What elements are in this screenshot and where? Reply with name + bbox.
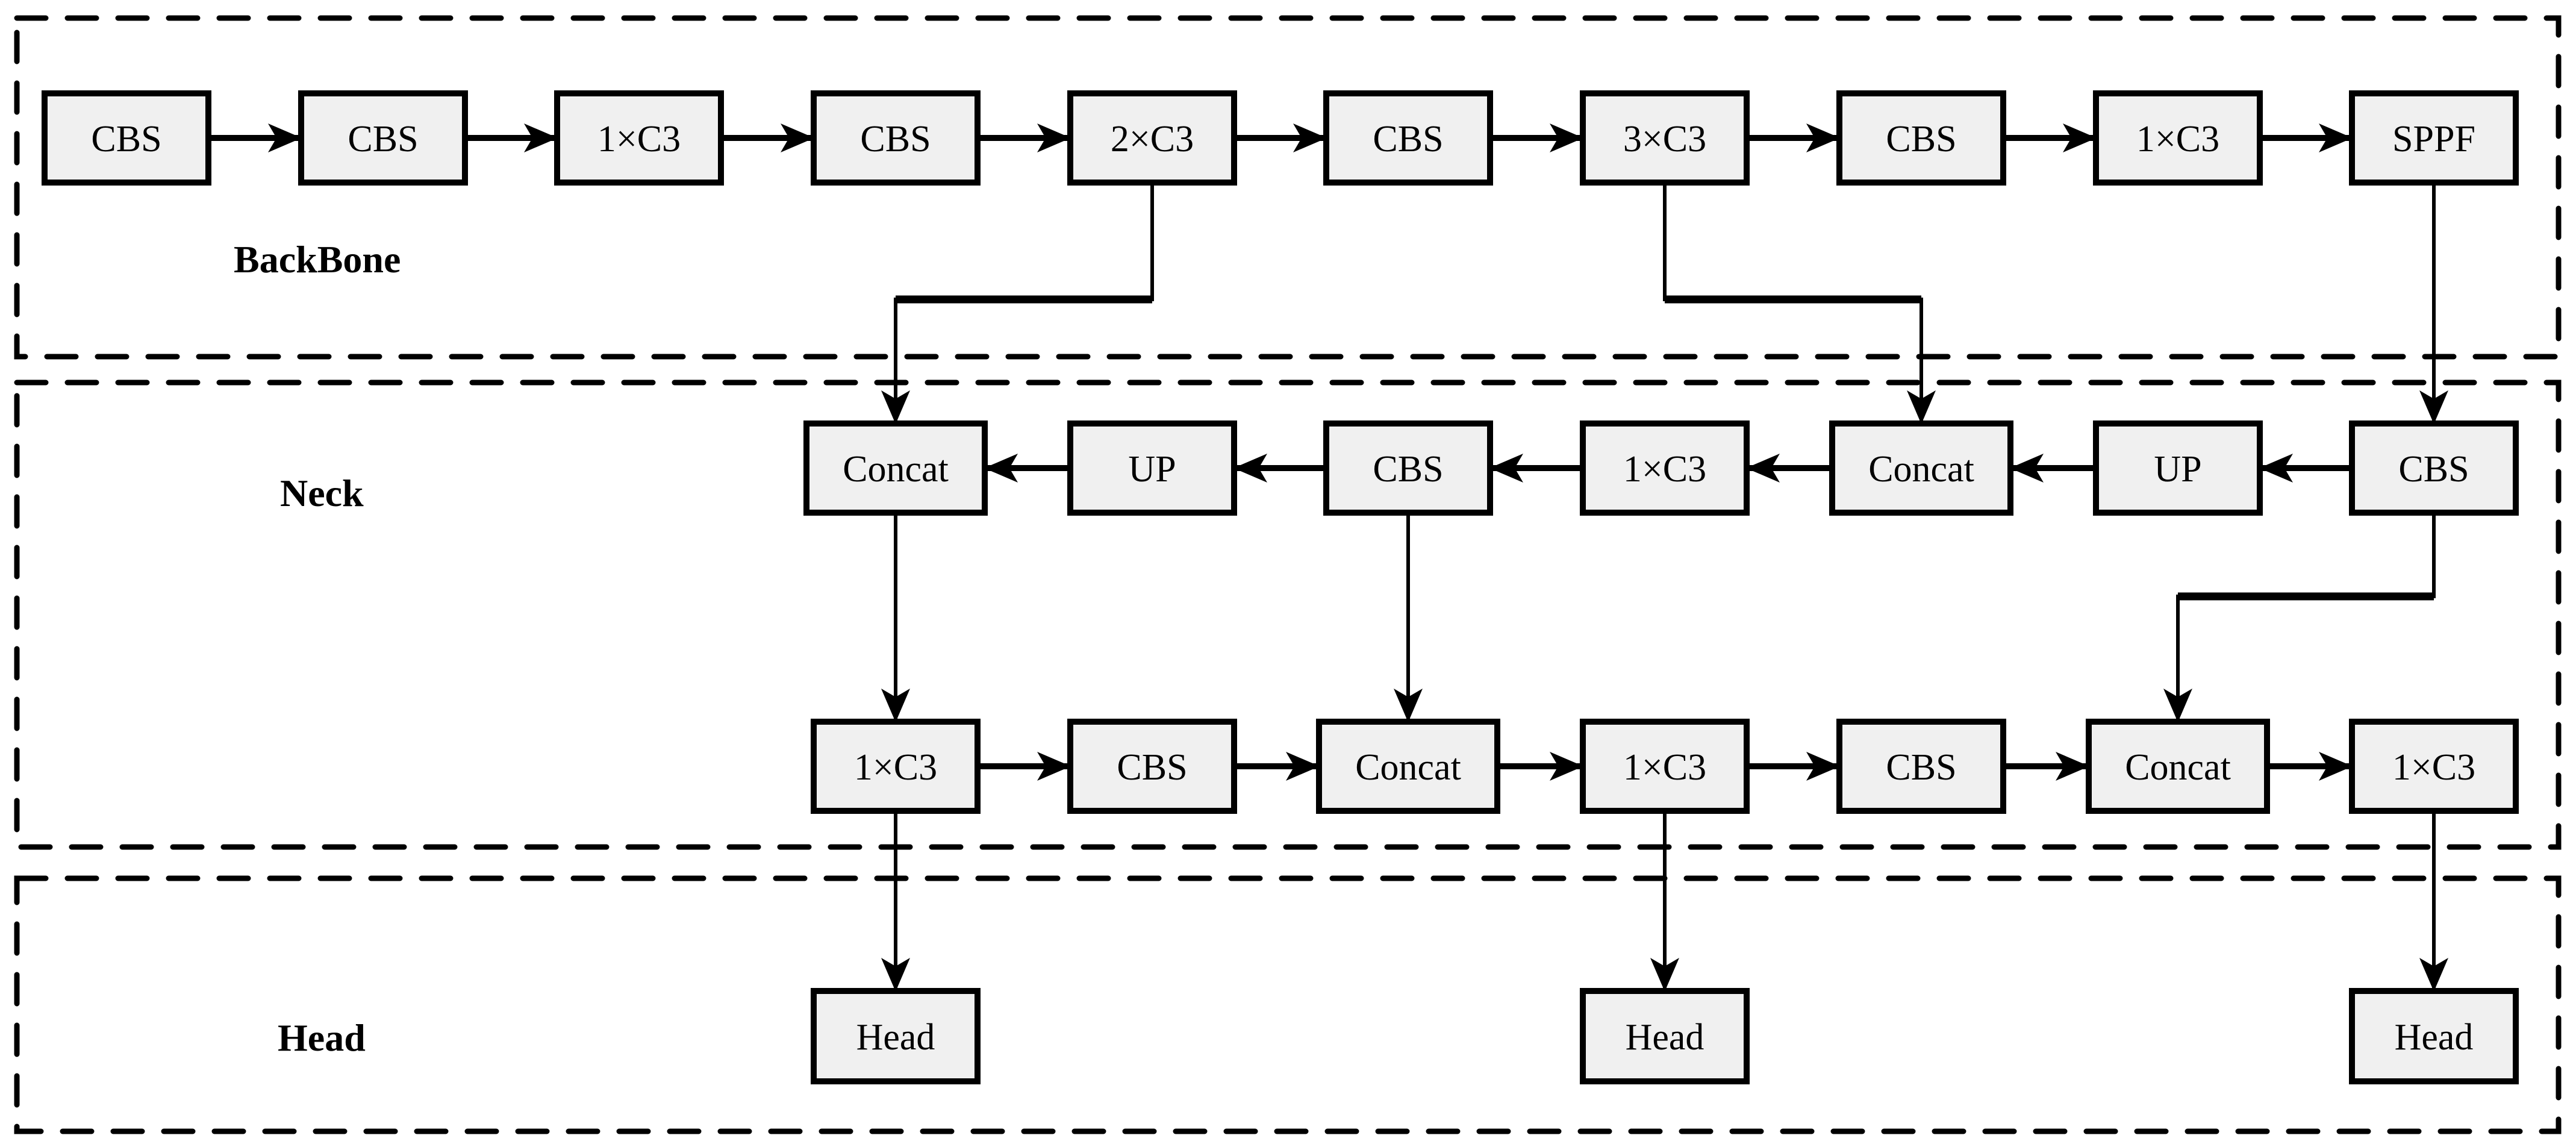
connector-2xc3-to-concat: [881, 183, 1154, 424]
head-section-border: [14, 875, 2562, 1134]
node-box: [1323, 420, 1493, 516]
node-label: Concat: [1355, 747, 1461, 788]
node-box: [1316, 719, 1500, 814]
node-box: [1829, 420, 2013, 516]
node-label: CBS: [1117, 747, 1187, 788]
neck-row1-node-4-1xc3: 1×C3: [1580, 420, 1750, 516]
connector-cbs-right-line: [2163, 513, 2436, 722]
neck-row2-node-1-1xc3: 1×C3: [811, 719, 981, 814]
node-label: CBS: [348, 119, 418, 160]
node-label: CBS: [1373, 449, 1443, 490]
node-label: CBS: [1886, 747, 1956, 788]
neck-row2-node-6-concat: Concat: [2086, 719, 2270, 814]
backbone-node-10-sppf: SPPF: [2349, 90, 2519, 186]
head-node-2: Head: [1580, 988, 1750, 1084]
node-label: CBS: [91, 119, 161, 160]
node-box: [1067, 90, 1237, 186]
node-label: 1×C3: [1623, 747, 1706, 788]
node-box: [1836, 90, 2006, 186]
node-box: [2086, 719, 2270, 814]
node-box: [1580, 719, 1750, 814]
node-label: Head: [856, 1017, 935, 1058]
node-box: [1580, 90, 1750, 186]
node-label: CBS: [860, 119, 931, 160]
neck-row1-node-2-up: UP: [1067, 420, 1237, 516]
neck-section-border: [14, 380, 2562, 850]
node-label: UP: [1128, 449, 1176, 490]
node-box: [298, 90, 468, 186]
neck-row2-node-3-concat: Concat: [1316, 719, 1500, 814]
connector-3xc3-to-concat: [1663, 183, 1936, 424]
neck-row2-node-2-cbs: CBS: [1067, 719, 1237, 814]
node-label: 3×C3: [1623, 119, 1706, 160]
head-section-label: Head: [278, 1016, 366, 1059]
node-label: 1×C3: [597, 119, 681, 160]
node-box: [811, 988, 981, 1084]
node-box: [1323, 90, 1493, 186]
node-label: 1×C3: [2392, 747, 2475, 788]
node-box: [42, 90, 211, 186]
backbone-node-7-3xc3: 3×C3: [1580, 90, 1750, 186]
node-box: [2349, 988, 2519, 1084]
neck-row1-node-3-cbs: CBS: [1323, 420, 1493, 516]
backbone-node-3-1xc3: 1×C3: [554, 90, 724, 186]
node-label: 2×C3: [1111, 119, 1194, 160]
node-label: SPPF: [2392, 119, 2475, 160]
backbone-node-1-cbs: CBS: [42, 90, 211, 186]
node-box: [2093, 420, 2263, 516]
node-box: [811, 90, 981, 186]
node-box: [2349, 719, 2519, 814]
neck-row1-node-7-cbs: CBS: [2349, 420, 2519, 516]
node-box: [1067, 420, 1237, 516]
node-label: 1×C3: [1623, 449, 1706, 490]
node-label: 1×C3: [2136, 119, 2219, 160]
backbone-section-border: [14, 15, 2562, 360]
node-box: [1580, 988, 1750, 1084]
node-box: [2349, 90, 2519, 186]
node-label: 1×C3: [854, 747, 937, 788]
node-box: [1836, 719, 2006, 814]
neck-row2-node-4-1xc3: 1×C3: [1580, 719, 1750, 814]
node-label: Head: [2395, 1017, 2474, 1058]
node-label: CBS: [1886, 119, 1956, 160]
node-label: Concat: [2125, 747, 2231, 788]
node-label: Concat: [843, 449, 949, 490]
node-box: [554, 90, 724, 186]
backbone-node-4-cbs: CBS: [811, 90, 981, 186]
neck-row1-node-1-concat: Concat: [803, 420, 988, 516]
connector-cbs-to-concat-right: [2163, 513, 2436, 722]
neck-row2-node-5-cbs: CBS: [1836, 719, 2006, 814]
node-label: CBS: [1373, 119, 1443, 160]
neck-row2-node-7-1xc3: 1×C3: [2349, 719, 2519, 814]
backbone-section-label: BackBone: [234, 238, 401, 281]
node-label: Head: [1626, 1017, 1704, 1058]
backbone-node-8-cbs: CBS: [1836, 90, 2006, 186]
node-label: CBS: [2398, 449, 2469, 490]
node-box: [803, 420, 988, 516]
head-node-1: Head: [811, 988, 981, 1084]
node-box: [2093, 90, 2263, 186]
node-box: [811, 719, 981, 814]
node-box: [2349, 420, 2519, 516]
backbone-node-6-cbs: CBS: [1323, 90, 1493, 186]
backbone-node-5-2xc3: 2×C3: [1067, 90, 1237, 186]
node-box: [1580, 420, 1750, 516]
node-label: Concat: [1868, 449, 1974, 490]
neck-row1-node-6-up: UP: [2093, 420, 2263, 516]
node-box: [1067, 719, 1237, 814]
head-node-3: Head: [2349, 988, 2519, 1084]
neck-section-label: Neck: [280, 472, 364, 514]
backbone-node-9-1xc3: 1×C3: [2093, 90, 2263, 186]
backbone-node-2-cbs: CBS: [298, 90, 468, 186]
node-label: UP: [2154, 449, 2201, 490]
neck-row1-node-5-concat: Concat: [1829, 420, 2013, 516]
